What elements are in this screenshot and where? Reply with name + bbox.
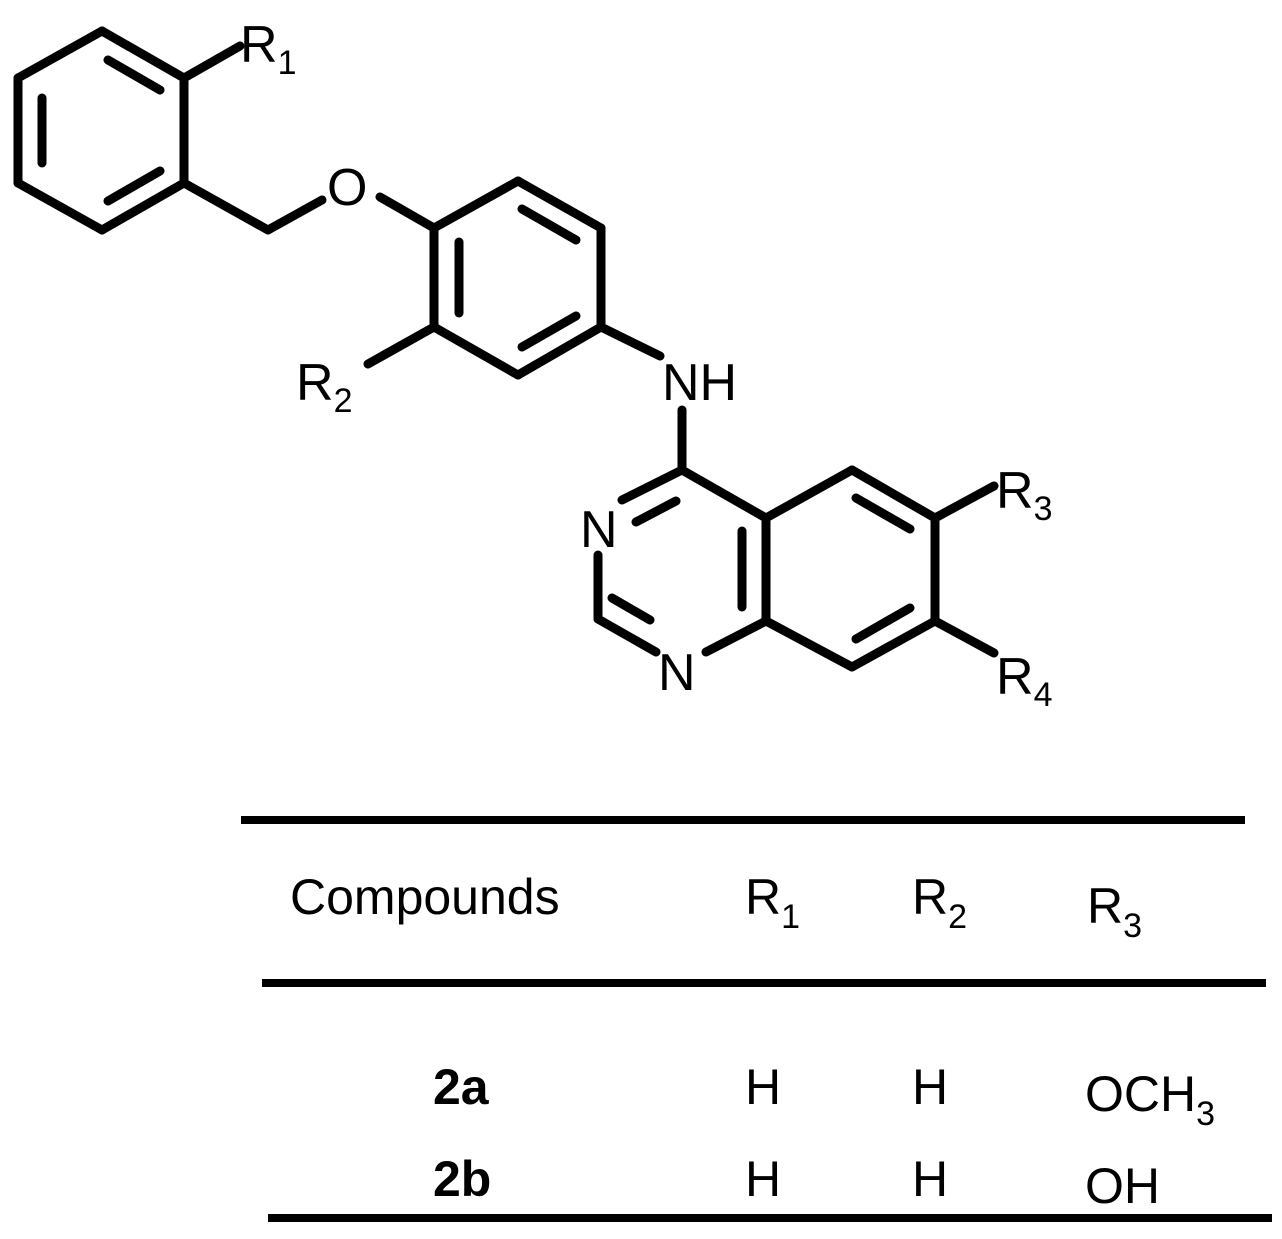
r2-value: H	[912, 1151, 948, 1207]
header-r3: R3	[1087, 878, 1142, 945]
aniline-ring	[429, 176, 606, 380]
r2-bond	[363, 322, 439, 369]
n1-label: N	[658, 644, 696, 702]
ch2-o-bond	[263, 195, 327, 235]
r3-label: R3	[996, 462, 1052, 528]
table-row: 2a H H OCH3	[433, 1059, 1215, 1133]
header-compounds: Compounds	[290, 869, 560, 925]
r4-bond	[930, 616, 999, 658]
r3-value: OCH3	[1085, 1066, 1215, 1133]
n3-label: N	[580, 501, 618, 559]
r1-bond	[179, 41, 245, 83]
r3-bond	[930, 481, 999, 523]
quinazoline-core	[593, 465, 940, 672]
table-row: 2b H H OH	[433, 1151, 1160, 1214]
r1-label: R1	[240, 16, 296, 82]
r3-value: OH	[1085, 1158, 1160, 1214]
r2-label: R2	[296, 354, 352, 420]
r2-value: H	[912, 1059, 948, 1115]
o-aryl-bond	[375, 192, 439, 233]
ch2-bond	[179, 178, 273, 235]
r1-value: H	[745, 1151, 781, 1207]
r4-label: R4	[996, 648, 1052, 714]
aryl-nh-bond	[596, 322, 665, 361]
amine-nh-label: NH	[662, 354, 737, 412]
substituent-table: Compounds R1 R2 R3 2a H H OCH3 2b H H OH	[241, 816, 1272, 1222]
header-r1: R1	[745, 869, 800, 936]
compound-id: 2a	[433, 1059, 490, 1115]
ether-oxygen-label: O	[327, 159, 367, 217]
r1-value: H	[745, 1059, 781, 1115]
compound-id: 2b	[433, 1151, 491, 1207]
header-r2: R2	[912, 869, 967, 936]
benzyl-ring	[13, 26, 189, 235]
